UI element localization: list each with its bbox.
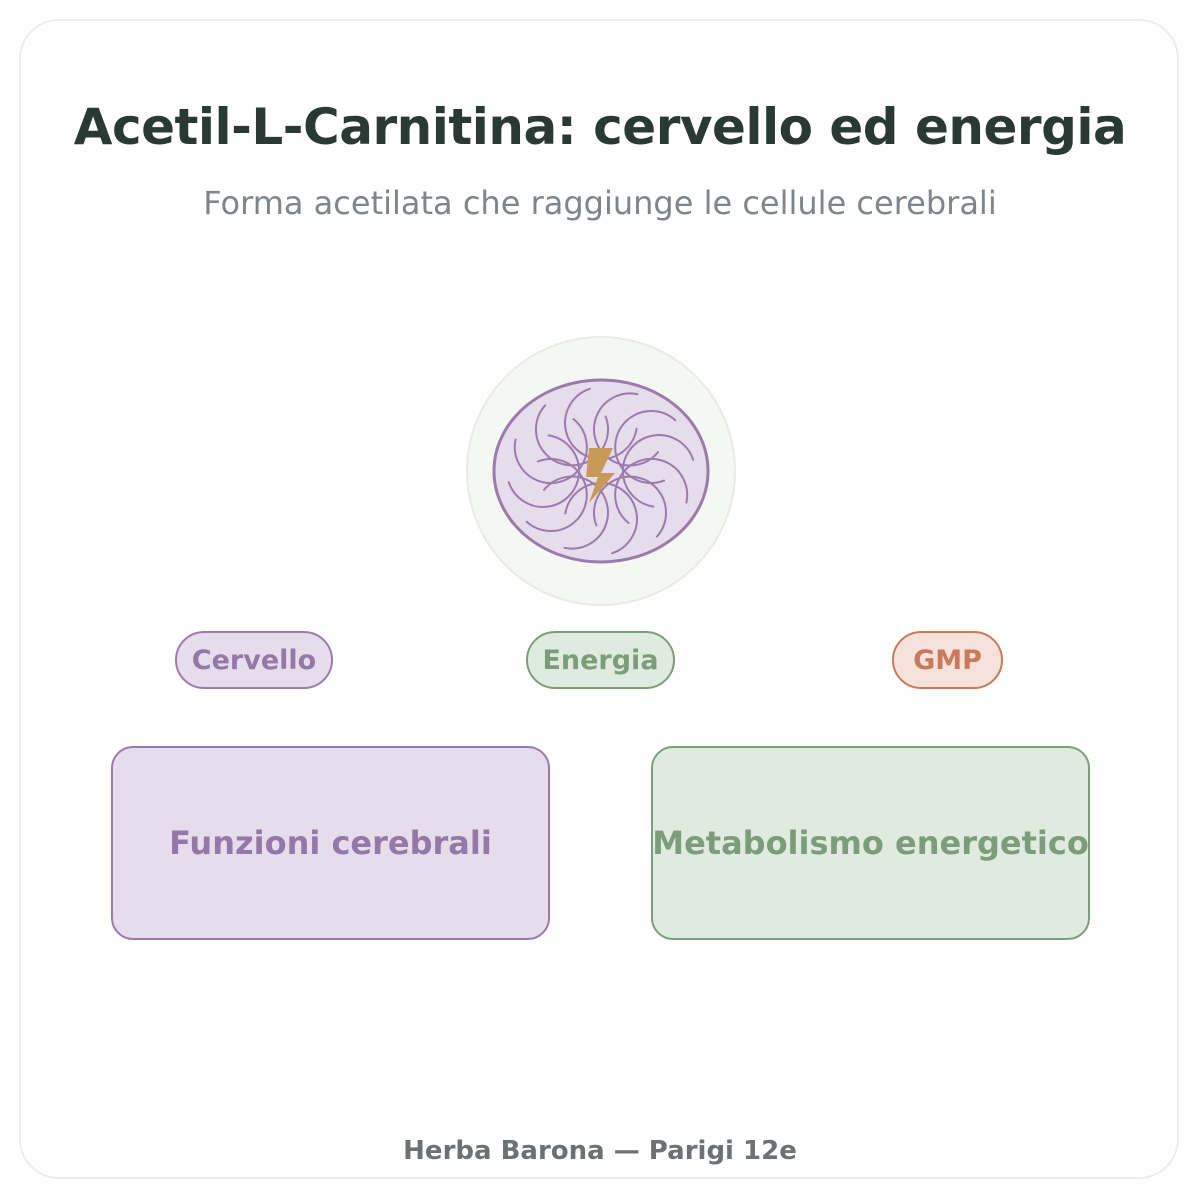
brain-fold-swirl [614,410,677,484]
brain-fold-swirl [564,482,638,555]
brain-fold-swirl [513,418,588,485]
page-title: Acetil-L-Carnitina: cervello ed energia [73,98,1127,156]
brain-energy-icon [465,335,737,607]
brain-fold-swirl [564,387,638,460]
brain-fold-swirl [593,475,667,538]
page-subtitle: Forma acetilata che raggiunge le cellule… [203,184,997,222]
brain-fold-swirl [535,404,609,467]
tag-gmp: GMP [892,631,1003,689]
brain-fold-swirl [614,457,689,524]
brain-fold-swirl [507,434,580,508]
box-funzioni-cerebrali: Funzioni cerebrali [111,746,550,940]
brain-fold-swirl [525,458,588,532]
brain-energy-icon-svg [466,336,736,606]
lightning-bolt-icon [586,448,615,503]
footer-text: Herba Barona — Parigi 12e [403,1136,797,1166]
brain-folds [507,387,695,555]
brain-fold-swirl [622,434,695,508]
brain-fold-swirl [593,392,659,467]
brain-fold-swirl [543,475,609,550]
tag-energia: Energia [526,631,675,689]
box-metabolismo-energetico: Metabolismo energetico [651,746,1090,940]
tag-cervello: Cervello [175,631,333,689]
